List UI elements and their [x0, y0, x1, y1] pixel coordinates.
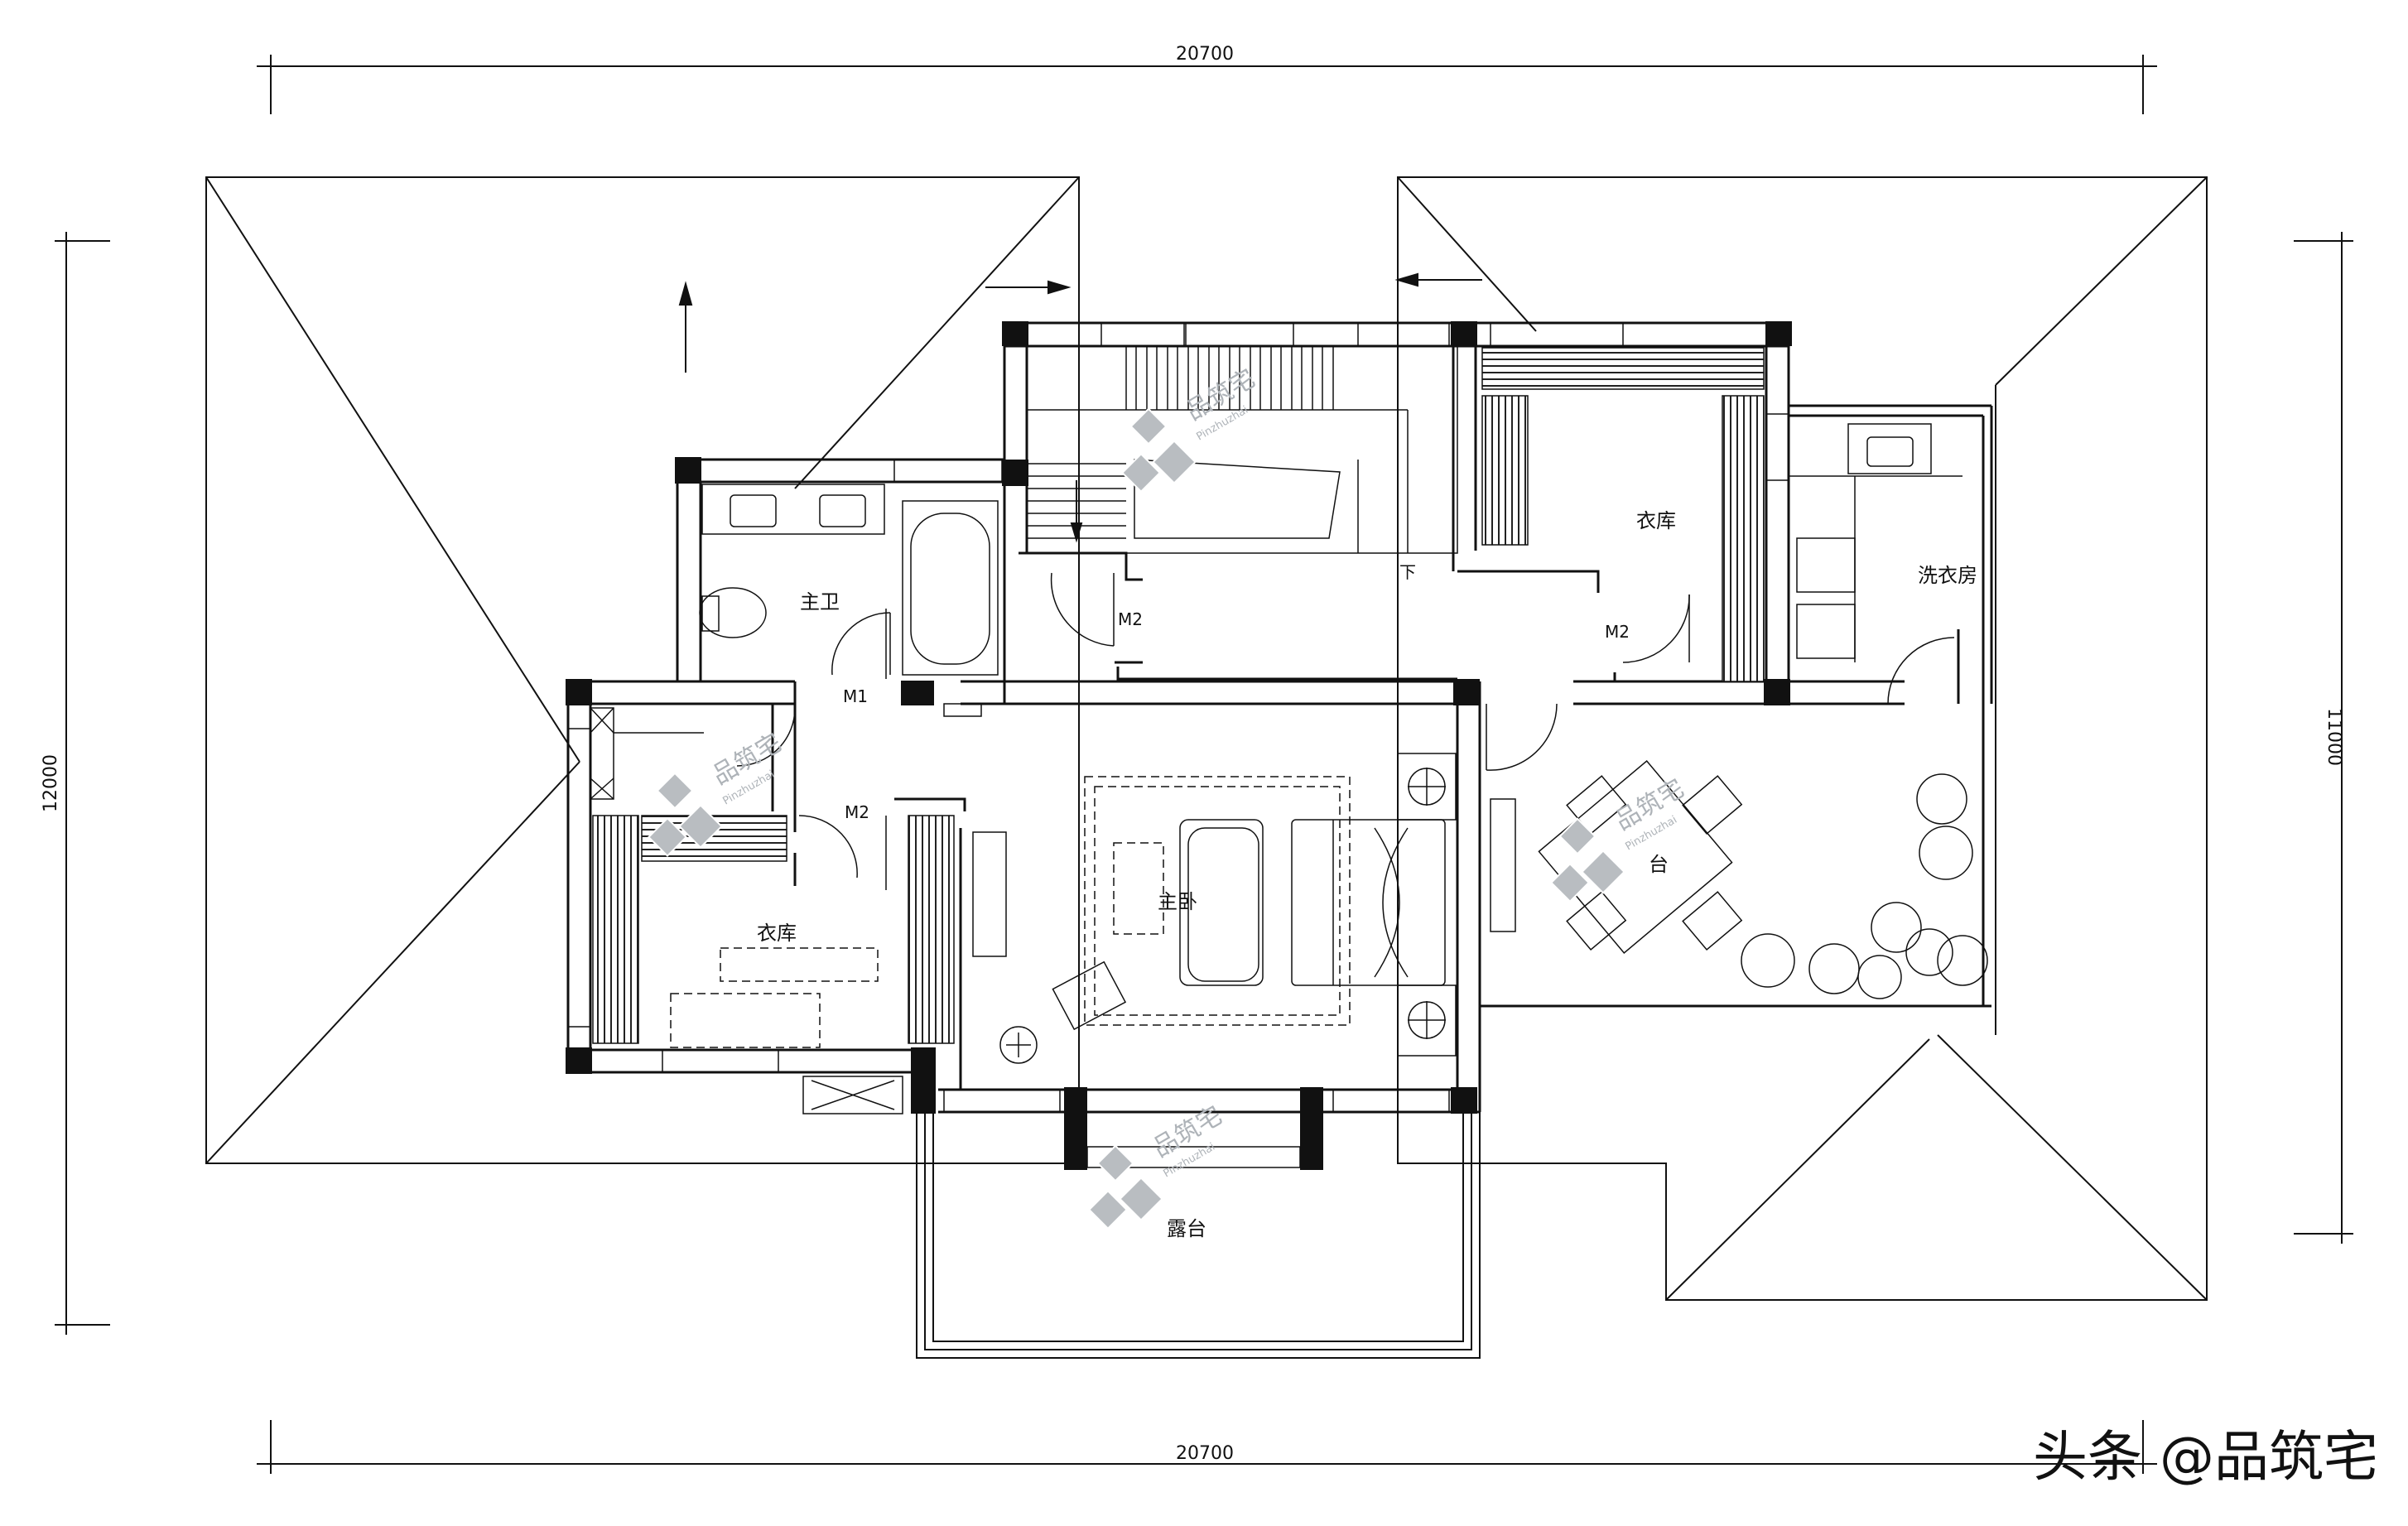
dimension-bottom: [257, 1420, 2157, 1474]
windows: [567, 322, 1789, 1168]
door-label-m1: M1: [843, 686, 868, 706]
dimension-left-label: 12000: [41, 754, 61, 812]
dimension-top-label: 20700: [1176, 44, 1234, 65]
slope-arrow-left: [1394, 272, 1482, 287]
dimension-right: [2294, 232, 2353, 1244]
laundry-fixtures: [1789, 423, 1963, 662]
door-label-m2-closet: M2: [1605, 622, 1630, 642]
watermark-1: 品筑宅 Pinzhuzhai: [1120, 364, 1260, 493]
door-label-m2-stair: M2: [1118, 609, 1143, 629]
trees: [1741, 773, 1988, 999]
dimension-top: [257, 55, 2157, 114]
room-label-terrace-right: 台: [1649, 853, 1669, 876]
door-label-m2-left: M2: [845, 802, 869, 822]
watermark-4: 品筑宅 Pinzhuzhai: [1087, 1101, 1227, 1230]
terrace-bottom: [916, 1112, 1481, 1359]
stair-down-arrow: [1070, 480, 1083, 543]
corridor: [771, 551, 1616, 886]
slope-arrow-right: [985, 280, 1072, 295]
dimension-left: [55, 232, 110, 1335]
watermark-3: 品筑宅 Pinzhuzhai: [1549, 774, 1689, 903]
roof-right: [1397, 176, 2208, 1301]
room-label-master-bath: 主卫: [800, 590, 840, 614]
slope-arrow-up: [678, 281, 693, 373]
room-label-laundry: 洗衣房: [1918, 564, 1977, 587]
columns: [566, 321, 1792, 1170]
room-label-closet-right: 衣库: [1636, 509, 1676, 532]
stair-down-label: 下: [1399, 562, 1416, 582]
closet-left-fixtures: [590, 707, 1007, 1114]
room-label-closet-left: 衣库: [757, 922, 797, 945]
terrace-furniture: [1538, 760, 1743, 954]
bath-fixtures: [699, 484, 999, 717]
bedroom-fixtures: [999, 753, 1516, 1064]
room-label-terrace-bottom: 露台: [1167, 1217, 1206, 1240]
door-swings: [736, 572, 1955, 890]
dimension-bottom-label: 20700: [1176, 1443, 1234, 1464]
dimension-right-label: 11000: [2324, 708, 2344, 766]
credit-text: 头条 @品筑宅: [2033, 1425, 2378, 1489]
room-label-master-bedroom: 主卧: [1158, 890, 1197, 913]
closet-right-fixtures: [1481, 347, 1765, 682]
